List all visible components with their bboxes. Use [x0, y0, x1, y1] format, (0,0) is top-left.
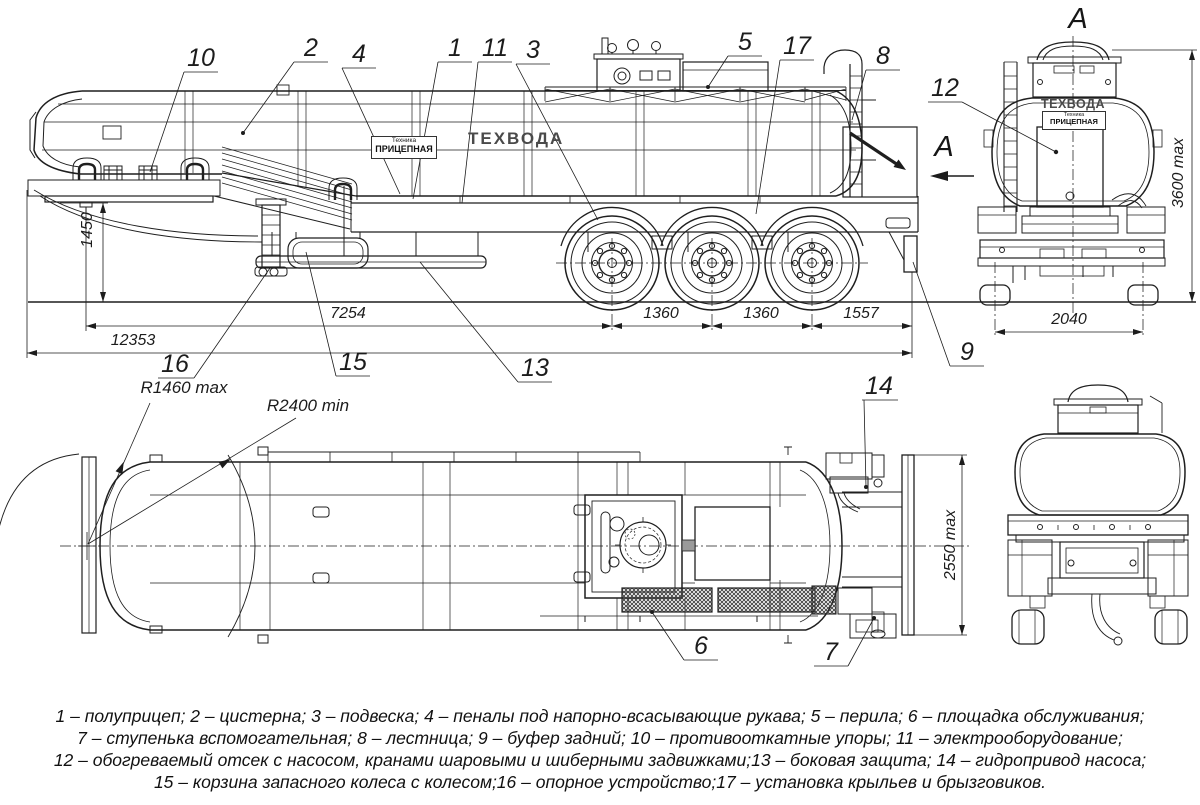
legend-line-2: 7 – ступенька вспомогательная; 8 – лестн… [77, 728, 1123, 748]
callout-1: 1 [448, 34, 462, 62]
dim-overall-length: 12353 [110, 332, 156, 349]
brand-top-text: Техника [1063, 112, 1085, 118]
dim-fifth-wheel-height: 1450 [79, 212, 96, 248]
view-a-label-side: A [934, 131, 954, 163]
callout-9: 9 [960, 338, 974, 366]
callout-8: 8 [876, 42, 890, 70]
callout-4: 4 [352, 40, 366, 68]
callout-12: 12 [931, 74, 959, 102]
view-a-label-top: A [1068, 3, 1088, 35]
dim-track: 2040 [1051, 311, 1087, 328]
callout-16: 16 [161, 350, 189, 378]
callout-6: 6 [694, 632, 708, 660]
callout-13: 13 [521, 354, 549, 382]
tank-brand-plate-rear: Техника ПРИЦЕПНАЯ [1042, 111, 1106, 130]
brand-main-text: ПРИЦЕПНАЯ [375, 144, 433, 154]
brand-main-text: ПРИЦЕПНАЯ [1050, 117, 1098, 126]
legend-line-4: 15 – корзина запасного колеса с колесом;… [153, 772, 1047, 792]
callout-3: 3 [526, 36, 540, 64]
callout-2: 2 [304, 34, 318, 62]
rear-view-a-drawing [977, 36, 1166, 338]
dim-axle-spacing-2: 1360 [743, 305, 779, 322]
brand-top-text: Техника [391, 137, 417, 144]
callout-15: 15 [339, 348, 367, 376]
dim-kingpin-to-axle: 7254 [330, 305, 366, 322]
tank-brand-plate-side: Техника ПРИЦЕПНАЯ [371, 136, 437, 159]
dim-overall-height: 3600 max [1170, 137, 1187, 209]
dim-rear-overhang: 1557 [843, 305, 879, 322]
callout-7: 7 [824, 638, 838, 666]
dim-axle-spacing-1: 1360 [643, 305, 679, 322]
tank-product-label-side: ТЕХВОДА [468, 129, 565, 148]
front-view-drawing [1007, 384, 1189, 646]
callout-10: 10 [187, 44, 215, 72]
radius-rear-swing: R2400 min [266, 396, 350, 415]
parts-legend: 1 – полуприцеп; 2 – цистерна; 3 – подвес… [0, 705, 1200, 793]
plan-view-drawing [0, 402, 972, 644]
leader-lines [149, 55, 1059, 667]
dimension-lines [26, 49, 1197, 636]
callout-14: 14 [865, 372, 893, 400]
tank-product-label-rear: ТЕХВОДА [1040, 97, 1106, 111]
dim-overall-width: 2550 max [942, 509, 959, 581]
legend-line-3: 12 – обогреваемый отсек с насосом, крана… [53, 750, 1147, 770]
callout-5: 5 [738, 28, 752, 56]
radius-front-swing: R1460 max [140, 378, 228, 397]
legend-line-1: 1 – полуприцеп; 2 – цистерна; 3 – подвес… [55, 706, 1145, 726]
callout-17: 17 [783, 32, 811, 60]
side-view-drawing [27, 37, 1196, 311]
callout-11: 11 [482, 34, 508, 62]
